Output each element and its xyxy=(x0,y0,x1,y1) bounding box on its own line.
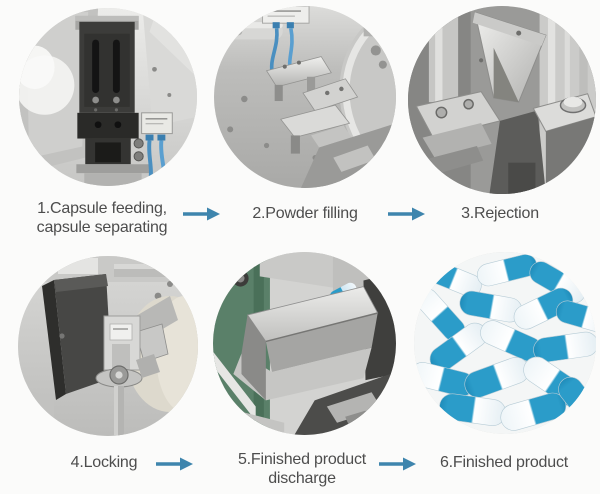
finished-product-discharge-photo xyxy=(213,252,396,435)
rejection-photo xyxy=(408,6,596,194)
locking-photo xyxy=(18,256,198,436)
arrow-right-icon xyxy=(386,205,426,223)
step-4-label: 4.Locking xyxy=(70,454,138,471)
capsule-feeding-separating-photo xyxy=(19,8,197,186)
powder-filling-photo xyxy=(214,6,396,188)
step-6-label: 6.Finished product xyxy=(439,454,569,471)
arrow-right-icon xyxy=(181,205,221,223)
arrow-right-icon xyxy=(377,455,417,473)
step-5-label: 5.Finished product discharge xyxy=(237,451,367,487)
step-2-label: 2.Powder filling xyxy=(252,205,358,222)
arrow-right-icon xyxy=(154,455,194,473)
step-1-label: 1.Capsule feeding, capsule separating xyxy=(36,200,168,236)
step-3-label: 3.Rejection xyxy=(461,205,539,222)
finished-product-capsules-photo xyxy=(414,252,596,434)
